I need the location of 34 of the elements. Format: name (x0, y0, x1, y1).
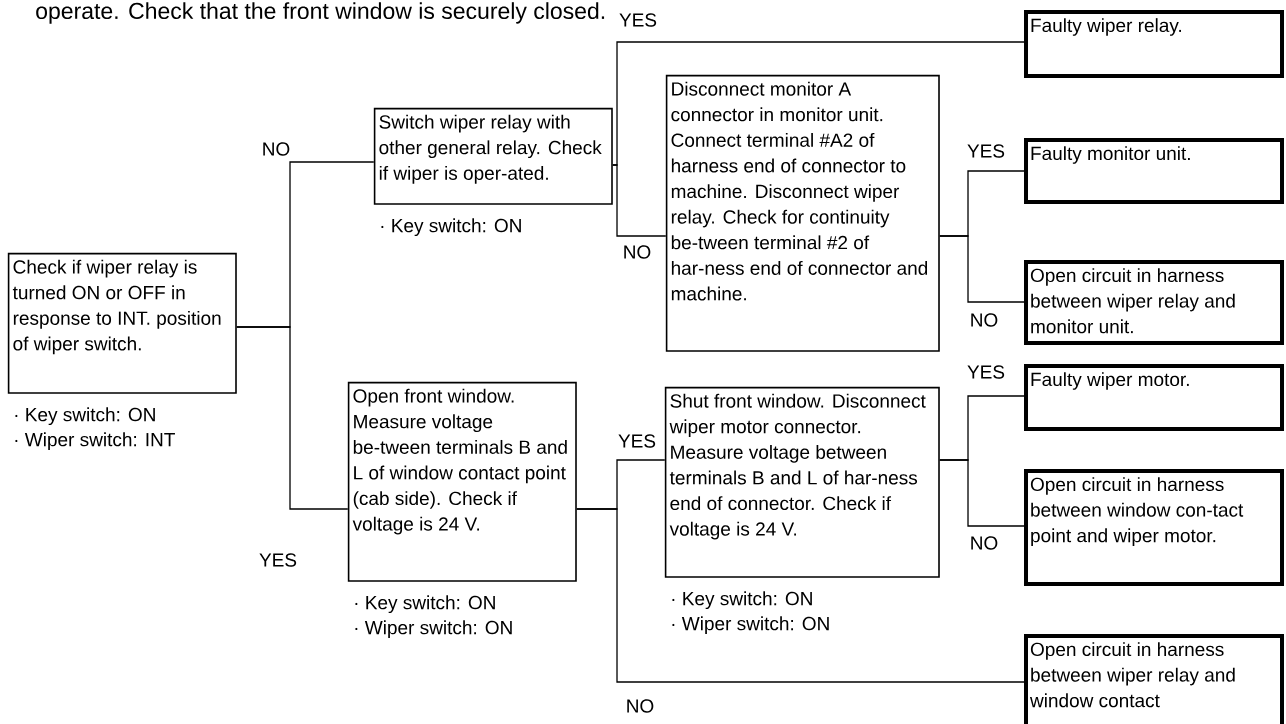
edge-label: YES (258, 552, 298, 568)
result-box: Open circuit in harness between window con-tact point and wiper motor. (1024, 469, 1284, 586)
condition-note: · Key switch: ON (381, 218, 521, 237)
note-text: operate. Check that the front window is securely closed. (36, 2, 605, 24)
condition-note: · Wiper switch: ON (672, 616, 829, 635)
edge-label: YES (966, 364, 1006, 380)
condition-note: · Key switch: ON (672, 591, 812, 610)
result-box: Faulty monitor unit. (1024, 138, 1284, 204)
edge-label: YES (617, 433, 657, 449)
connector-line (939, 235, 1025, 303)
check-box: Shut front window. Disconnect wiper motor connector. Measure voltage between terminals B and L of har-ness end of connector. Check if voltage is 24 V. (664, 386, 940, 578)
connector-line (236, 326, 349, 510)
result-box: Open circuit in harness between wiper relay and monitor unit. (1024, 260, 1284, 345)
condition-note: · Wiper switch: ON (355, 620, 512, 639)
check-box: Open front window. Measure voltage be-tween terminals B and L of window contact point (cab side). Check if voltage is 24 V. (347, 381, 577, 582)
check-box: Disconnect monitor A connector in monitor unit. Connect terminal #A2 of harness end of connector to machine. Disconnect wiper relay. Check for continuity be-tween terminal #2 of har-ness end of connector and machine. (665, 74, 940, 352)
result-box: Open circuit in harness between wiper relay and window contact (1024, 634, 1284, 724)
edge-label: NO (621, 244, 653, 260)
edge-label: NO (968, 535, 1000, 551)
check-box: Switch wiper relay with other general relay. Check if wiper is oper-ated. (373, 107, 613, 205)
connector-line (576, 508, 1025, 683)
edge-label: NO (968, 312, 1000, 328)
result-box: Faulty wiper relay. (1024, 10, 1284, 78)
condition-note: · Key switch: ON (355, 595, 495, 614)
edge-label: NO (624, 698, 656, 714)
edge-label: YES (966, 143, 1006, 159)
connector-line (612, 164, 667, 237)
edge-label: YES (618, 12, 658, 28)
edge-label: NO (260, 141, 292, 157)
check-box: Check if wiper relay is turned ON or OFF in response to INT. position of wiper switch. (7, 252, 237, 394)
condition-note: · Key switch: ON (15, 407, 155, 426)
result-box: Faulty wiper motor. (1024, 364, 1284, 431)
condition-note: · Wiper switch: INT (15, 432, 175, 451)
connector-line (939, 459, 1025, 527)
